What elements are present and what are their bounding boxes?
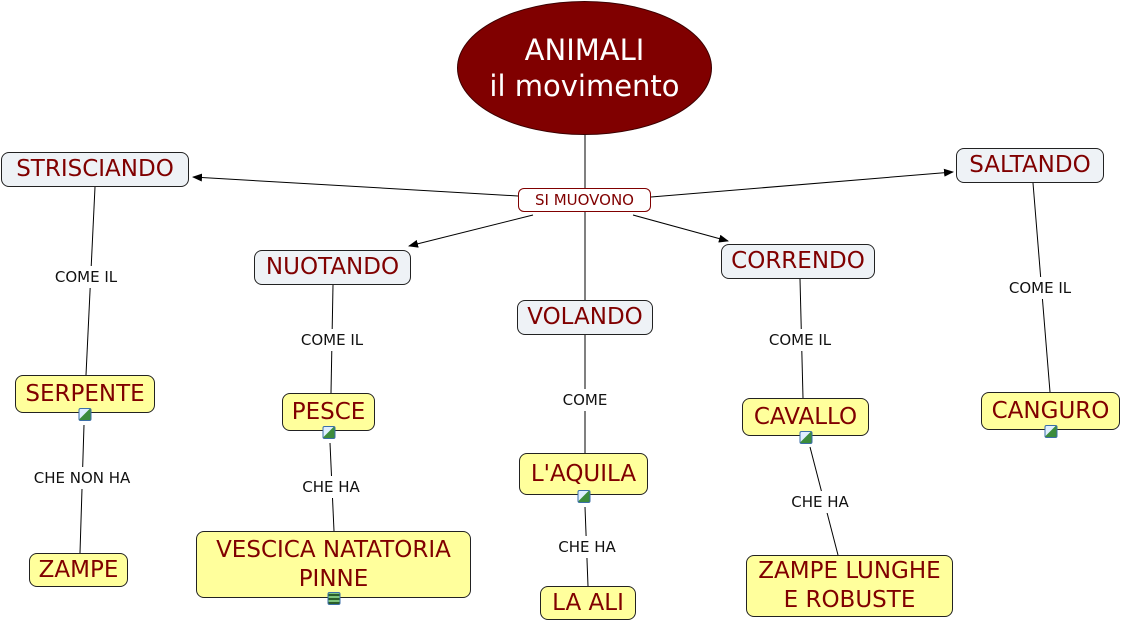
- root-subtitle: il movimento: [489, 69, 680, 103]
- image-icon[interactable]: [577, 490, 591, 503]
- image-icon[interactable]: [1044, 425, 1058, 438]
- link-label[interactable]: COME IL: [297, 329, 367, 351]
- connector-si-muovono[interactable]: SI MUOVONO: [518, 188, 651, 212]
- video-icon[interactable]: [327, 592, 341, 605]
- link-label[interactable]: CHE NON HA: [30, 467, 134, 489]
- arrow-correndo: [632, 214, 729, 243]
- root-title: ANIMALI: [524, 33, 645, 67]
- link-label[interactable]: CHE HA: [555, 536, 619, 558]
- node-la-ali[interactable]: LA ALI: [540, 586, 636, 620]
- node-correndo[interactable]: CORRENDO: [721, 244, 875, 279]
- image-icon[interactable]: [799, 431, 813, 444]
- link-label[interactable]: COME: [559, 389, 611, 411]
- node-serpente[interactable]: SERPENTE: [15, 375, 155, 413]
- node-strisciando[interactable]: STRISCIANDO: [1, 152, 189, 187]
- arrow-strisciando: [192, 173, 519, 197]
- link-label[interactable]: COME IL: [765, 329, 835, 351]
- image-icon[interactable]: [78, 408, 92, 421]
- arrow-saltando: [650, 168, 954, 198]
- root-concept[interactable]: ANIMALI il movimento: [457, 1, 712, 135]
- link-label[interactable]: COME IL: [1005, 277, 1075, 299]
- arrow-nuotando: [408, 214, 534, 248]
- node-zampe[interactable]: ZAMPE: [29, 553, 128, 587]
- node-saltando[interactable]: SALTANDO: [956, 148, 1104, 183]
- link-label[interactable]: COME IL: [51, 266, 121, 288]
- node-vescica-natatoria-pinne[interactable]: VESCICA NATATORIA PINNE: [196, 531, 471, 598]
- node-zampe-lunghe-robuste[interactable]: ZAMPE LUNGHE E ROBUSTE: [746, 555, 953, 617]
- link-label[interactable]: CHE HA: [788, 491, 852, 513]
- node-aquila[interactable]: L'AQUILA: [519, 453, 648, 495]
- image-icon[interactable]: [322, 426, 336, 439]
- node-volando[interactable]: VOLANDO: [517, 300, 653, 335]
- node-nuotando[interactable]: NUOTANDO: [254, 250, 411, 285]
- link-label[interactable]: CHE HA: [299, 476, 363, 498]
